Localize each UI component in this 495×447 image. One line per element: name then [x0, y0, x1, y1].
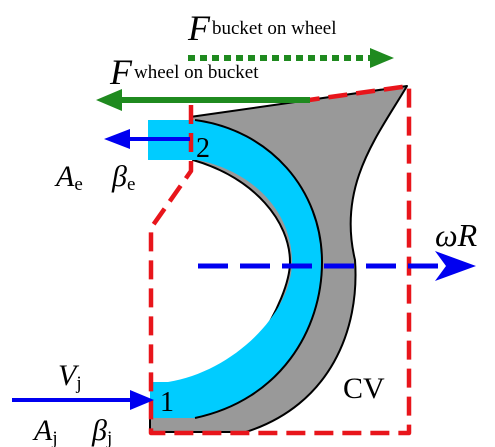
label-station-inlet: 1 [160, 387, 174, 418]
label-jet-velocity: Vj [58, 359, 82, 394]
label-exit-area: Ae [54, 160, 83, 195]
label-control-volume: CV [343, 372, 385, 405]
label-exit-angle: βe [111, 160, 135, 195]
water-sheet [148, 120, 322, 418]
jet-velocity-arrowhead [130, 390, 154, 410]
label-jet-area: Aj [32, 414, 58, 447]
force-wheel-on-bucket-arrowhead [96, 89, 122, 111]
wheel-speed-arrowhead [435, 251, 476, 281]
water-sheet-edge [194, 119, 324, 419]
exit-velocity-arrowhead [104, 129, 130, 149]
label-wheel-speed: ωR [435, 217, 478, 253]
force-bucket-on-wheel-arrowhead [370, 48, 394, 68]
control-volume-boundary [148, 83, 412, 436]
label-jet-angle: βj [91, 414, 112, 447]
label-station-exit: 2 [196, 133, 210, 164]
